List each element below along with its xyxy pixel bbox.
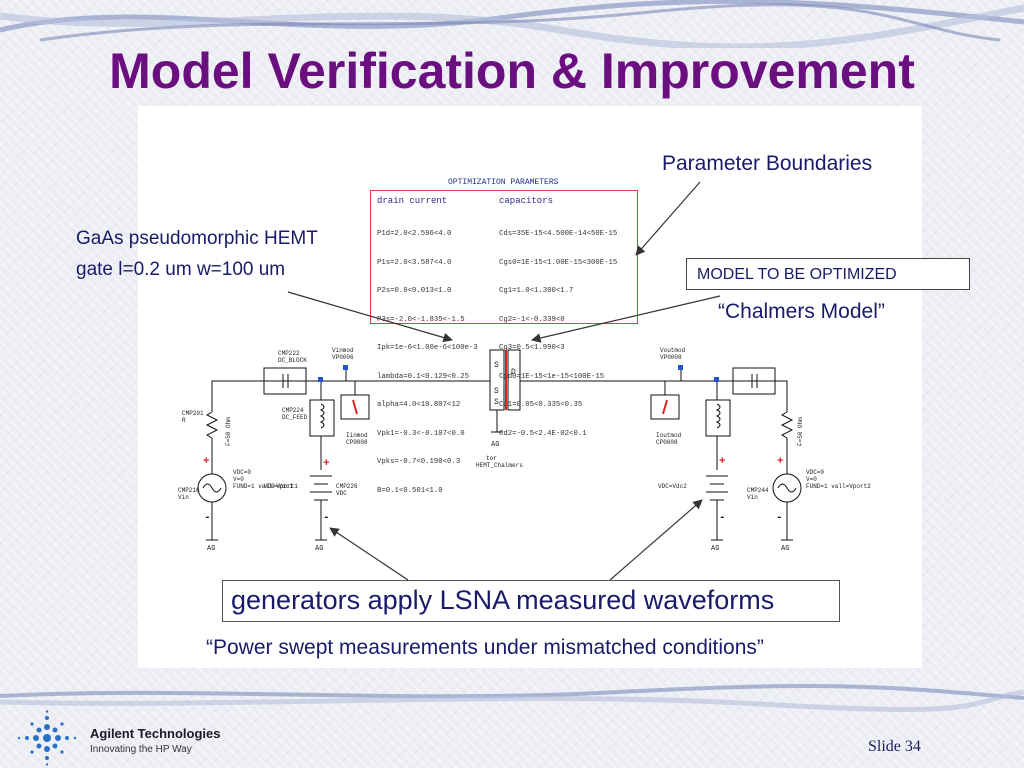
drain-row: B=0.1<0.501<1.0 [377,486,443,495]
agilent-spark-logo [17,710,77,766]
parameter-boundaries-label: Parameter Boundaries [662,152,873,175]
drain-row: Vpks=-0.7<0.190<0.3 [377,458,461,466]
capacitor-row: Cds=35E-15<4.500E-14<50E-15 [499,230,618,238]
capacitor-row: Cg1=1.0<1.300<1.7 [499,287,574,295]
chalmers-model-label: “Chalmers Model” [718,300,885,323]
drain-row: P1d=2.0<2.596<4.0 [377,230,452,238]
capacitor-row: Cd2=-0.5<2.4E-02<0.1 [499,429,587,438]
drain-row: alpha=4.0<10.807<12 [377,401,461,409]
brand-name: Agilent Technologies [90,726,221,741]
capacitors-header: capacitors [499,196,554,206]
optimization-table-title: OPTIMIZATION PARAMETERS [448,178,559,187]
drain-row: P3s=-2.0<-1.835<-1.5 [377,315,465,324]
capacitor-row: Cg2=-1<-0.339<0 [499,315,565,324]
power-swept-caption: “Power swept measurements under mismatch… [206,636,764,659]
top-decorative-swoosh [0,0,1024,48]
drain-current-rows: P1d=2.0<2.596<4.0 P1s=2.0<3.587<4.0 P2s=… [377,211,478,515]
device-description-line2: gate l=0.2 um w=100 um [76,259,286,280]
drain-row: Vpk1=-0.3<-0.107<0.0 [377,429,465,438]
optimization-parameters-table: drain current capacitors P1d=2.0<2.596<4… [370,190,638,495]
drain-row: P1s=2.0<3.587<4.0 [377,258,452,267]
capacitor-row: Cgs0=1E-15<1.00E-15<300E-15 [499,258,618,267]
capacitor-row: Cd1=0.05<0.335<0.35 [499,401,583,409]
drain-row: P2s=0.0<0.013<1.0 [377,287,452,295]
drain-row: lambda=0.1<0.129<0.25 [377,372,469,381]
bottom-decorative-swoosh [0,683,1024,712]
drain-current-header: drain current [377,196,448,206]
generators-callout-box: generators apply LSNA measured waveforms [222,580,840,622]
slide-number: Slide 34 [868,738,921,755]
generators-callout: generators apply LSNA measured waveforms [231,585,775,615]
slide-title: Model Verification & Improvement [109,43,915,99]
capacitor-row: Cg3=0.5<1.990<3 [499,344,565,352]
drain-row: Ipk=1e-6<1.00e-6<100e-3 [377,344,478,352]
model-to-be-optimized-box: MODEL TO BE OPTIMIZED [686,258,970,290]
capacitor-row: Cgd0=1E-15<1e-15<100E-15 [499,372,605,381]
capacitor-rows: Cds=35E-15<4.500E-14<50E-15 Cgs0=1E-15<1… [499,211,617,458]
brand-tagline: Innovating the HP Way [90,744,192,755]
device-description-line1: GaAs pseudomorphic HEMT [76,228,318,249]
model-to-be-optimized-label: MODEL TO BE OPTIMIZED [697,266,897,283]
